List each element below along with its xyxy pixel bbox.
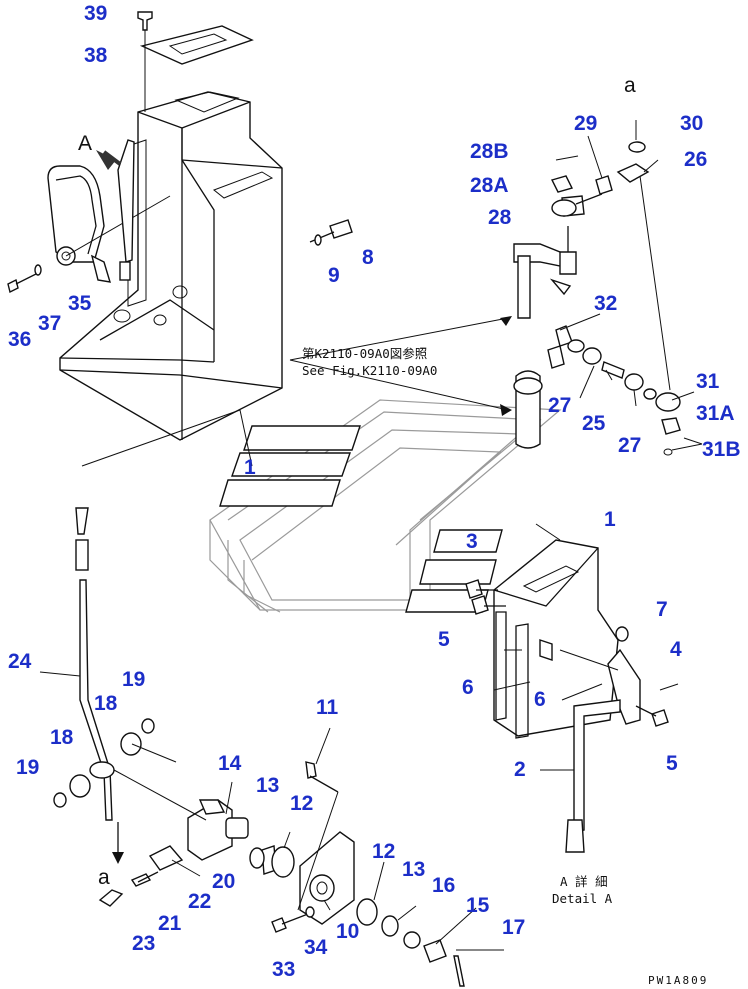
callout-8: 8 (362, 246, 374, 269)
callout-a-view: A (78, 132, 92, 155)
view-arrow-a (96, 150, 122, 170)
callout-a-lower: a (98, 866, 110, 889)
callout-labels: 39 38 A 36 37 35 8 9 1 a 29 30 28B 26 28… (8, 2, 741, 981)
shift-lever-rod (75, 409, 253, 821)
callout-23: 23 (132, 932, 155, 955)
callout-31b: 31B (702, 438, 741, 461)
main-housing (59, 91, 283, 441)
callout-19-lower: 19 (16, 756, 39, 779)
callout-24: 24 (8, 650, 32, 673)
drawing-code: PW1A809 (648, 974, 708, 987)
reference-leaders (289, 316, 512, 416)
callout-11: 11 (316, 696, 339, 719)
callout-12-right: 12 (372, 840, 395, 863)
callout-38: 38 (84, 44, 108, 67)
callout-10: 10 (336, 920, 359, 943)
callout-32: 32 (594, 292, 617, 315)
callout-25: 25 (582, 412, 606, 435)
callout-6-right: 6 (534, 688, 546, 711)
callout-28: 28 (488, 206, 512, 229)
callout-9: 9 (328, 264, 340, 287)
callout-3: 3 (466, 530, 478, 553)
callout-31: 31 (696, 370, 720, 393)
callout-37: 37 (38, 312, 61, 335)
callout-27-left: 27 (548, 394, 571, 417)
bolt-8 (309, 219, 353, 246)
callout-5-upper: 5 (438, 628, 450, 651)
callout-19-upper: 19 (122, 668, 145, 691)
callout-14: 14 (218, 752, 242, 775)
callout-17: 17 (502, 916, 525, 939)
detail-label-en: Detail A (552, 891, 613, 906)
grab-handle (7, 139, 171, 294)
callout-5-lower: 5 (666, 752, 678, 775)
callout-28a: 28A (470, 174, 509, 197)
callout-20: 20 (212, 870, 235, 893)
upper-linkage (513, 141, 703, 456)
callout-4: 4 (670, 638, 682, 661)
callout-36: 36 (8, 328, 31, 351)
detail-a-view (465, 539, 679, 853)
callout-7: 7 (656, 598, 668, 621)
callout-34: 34 (304, 936, 328, 959)
callout-30: 30 (680, 112, 703, 135)
callout-26: 26 (684, 148, 707, 171)
detail-label-jp: A 詳 細 (560, 874, 608, 889)
callout-33: 33 (272, 958, 295, 981)
callout-2: 2 (514, 758, 526, 781)
callout-1-upper: 1 (244, 456, 256, 479)
callout-18-lower: 18 (50, 726, 74, 749)
cover-plate (137, 11, 254, 112)
reference-ghost-blocks (219, 425, 503, 613)
callout-28b: 28B (470, 140, 509, 163)
callout-a-upper: a (624, 74, 636, 97)
callout-6-left: 6 (462, 676, 474, 699)
bracket-assembly (271, 761, 504, 987)
callout-27-right: 27 (618, 434, 641, 457)
callout-29: 29 (574, 112, 597, 135)
callout-16: 16 (432, 874, 455, 897)
notes: 第K2110-09A0図参照 See Fig.K2110-09A0 A 詳 細 … (302, 346, 708, 987)
callout-18-upper: 18 (94, 692, 118, 715)
callout-13-right: 13 (402, 858, 425, 881)
callout-35: 35 (68, 292, 92, 315)
callout-15: 15 (466, 894, 490, 917)
callout-12-left: 12 (290, 792, 313, 815)
callout-13-left: 13 (256, 774, 279, 797)
callout-22: 22 (188, 890, 211, 913)
lever-links (53, 718, 295, 907)
callout-21: 21 (158, 912, 182, 935)
reference-note-jp: 第K2110-09A0図参照 (302, 346, 427, 361)
callout-leaders (39, 120, 703, 945)
reference-note-en: See Fig.K2110-09A0 (302, 363, 437, 378)
callout-39: 39 (84, 2, 107, 25)
callout-31a: 31A (696, 402, 735, 425)
callout-1-detail: 1 (604, 508, 616, 531)
